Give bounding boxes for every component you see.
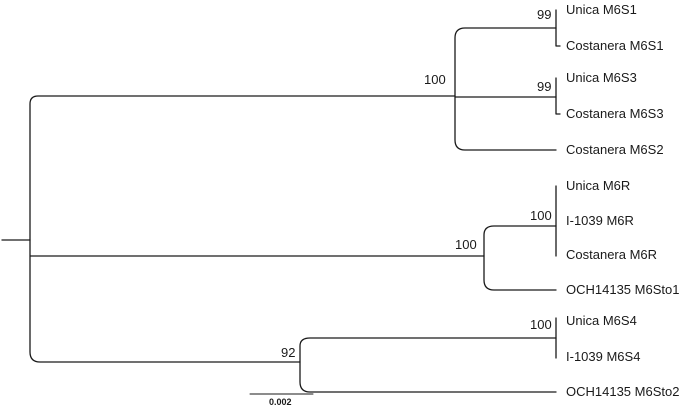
leaf-label: Costanera M6S3 <box>566 106 664 121</box>
support-value: 99 <box>537 7 551 22</box>
clade-r-connector <box>483 225 557 291</box>
support-value: 100 <box>424 72 446 87</box>
leaf-label: Costanera M6R <box>566 247 657 262</box>
leaf-label: Unica M6S3 <box>566 70 637 85</box>
leaf-label: OCH14135 M6Sto2 <box>566 384 679 399</box>
leaf-label: Unica M6R <box>566 178 630 193</box>
leaf-label: I-1039 M6R <box>566 213 634 228</box>
leaf-label: Costanera M6S2 <box>566 142 664 157</box>
leaf-label: OCH14135 M6Sto1 <box>566 282 679 297</box>
clade-s4-connector <box>299 337 557 393</box>
scale-bar-label: 0.002 <box>269 397 292 407</box>
root-connector <box>29 95 485 363</box>
leaf-label: I-1039 M6S4 <box>566 349 640 364</box>
support-value: 99 <box>537 79 551 94</box>
clade-s1-branch <box>555 9 561 47</box>
support-value: 100 <box>530 317 552 332</box>
clade-s3-branch <box>555 77 561 115</box>
support-value: 92 <box>281 345 295 360</box>
clade-s-connector <box>454 27 557 151</box>
leaf-label: Costanera M6S1 <box>566 38 664 53</box>
support-value: 100 <box>530 208 552 223</box>
support-value: 100 <box>455 237 477 252</box>
leaf-label: Unica M6S4 <box>566 313 637 328</box>
leaf-label: Unica M6S1 <box>566 2 637 17</box>
